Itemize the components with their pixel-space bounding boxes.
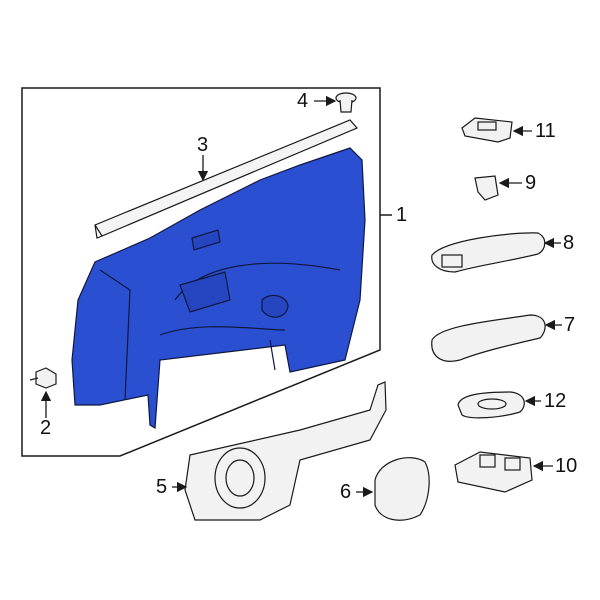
callout-11: 11 — [535, 120, 556, 142]
speaker-grille — [374, 457, 430, 521]
callout-10: 10 — [555, 455, 578, 477]
callout-2: 2 — [40, 417, 52, 439]
callout-3: 3 — [197, 134, 209, 156]
switch-bezel — [457, 391, 525, 419]
armrest-base — [184, 381, 387, 521]
assembly-box — [21, 87, 381, 457]
callout-1: 1 — [396, 204, 408, 226]
leader-lines — [40, 95, 562, 498]
callout-9: 9 — [525, 172, 537, 194]
screw — [29, 367, 57, 389]
window-switch — [454, 451, 533, 493]
pull-handle — [431, 314, 546, 362]
callout-12: 12 — [544, 390, 567, 412]
switch-bezel-small — [461, 117, 513, 143]
callout-4: 4 — [297, 90, 309, 112]
callout-7: 7 — [564, 314, 576, 336]
door-trim-panel — [71, 147, 366, 430]
callout-6: 6 — [340, 481, 352, 503]
belt-moulding-strip — [94, 119, 358, 239]
callout-8: 8 — [563, 232, 575, 254]
callout-5: 5 — [156, 476, 168, 498]
handle-bracket — [431, 232, 546, 273]
bracket-clip — [474, 175, 499, 201]
retainer-clip — [335, 92, 357, 113]
